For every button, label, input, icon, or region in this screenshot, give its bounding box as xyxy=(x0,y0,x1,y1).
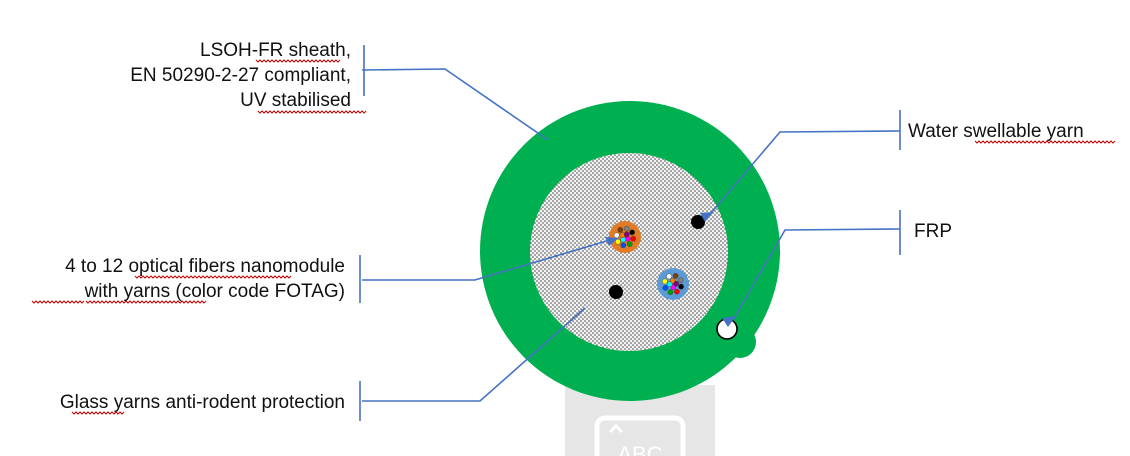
optical-fiber xyxy=(667,289,674,295)
leader-glass xyxy=(362,307,586,402)
water-swellable-yarn xyxy=(691,215,705,229)
squiggle-with xyxy=(31,300,85,304)
label-sheath: LSOH-FR sheath, EN 50290-2-27 compliant,… xyxy=(130,40,351,111)
squiggle-stabilised xyxy=(257,110,367,114)
leader-fibers xyxy=(362,239,611,281)
nanomodule-blue xyxy=(657,268,689,300)
label-fibers-line-2: with yarns (color code FOTAG) xyxy=(84,281,345,302)
optical-fiber xyxy=(624,231,630,238)
squiggle-yarns-color xyxy=(85,300,207,304)
squiggle-glass-yarns xyxy=(71,411,125,415)
arrowhead-water xyxy=(700,212,713,222)
optical-fiber xyxy=(617,227,624,233)
optical-fiber xyxy=(674,288,680,295)
nanomodule-tube xyxy=(609,221,641,253)
leader-lines xyxy=(361,68,901,402)
leader-arrowheads xyxy=(605,212,736,327)
arrowhead-fibers xyxy=(605,237,619,246)
optical-fiber xyxy=(662,278,668,285)
label-water: Water swellable yarn xyxy=(908,121,1084,142)
label-brackets xyxy=(359,45,901,421)
label-fibers: 4 to 12 optical fibers nanomodule with y… xyxy=(65,256,345,302)
optical-fiber xyxy=(620,242,627,249)
caret-up-icon xyxy=(608,423,624,434)
nanomodule-orange xyxy=(609,221,641,253)
label-glass: Glass yarns anti-rodent protection xyxy=(60,392,345,413)
squiggle-sheath xyxy=(255,59,341,63)
label-sheath-line-1: LSOH-FR sheath, xyxy=(200,40,351,61)
optical-fiber xyxy=(626,241,633,247)
leader-sheath xyxy=(361,68,549,141)
optical-fiber xyxy=(672,273,679,279)
label-sheath-line-2: EN 50290-2-27 compliant, xyxy=(130,65,351,86)
arrowhead-frp xyxy=(722,316,736,327)
spellcheck-marks xyxy=(31,59,1116,415)
squiggle-swellable-yarn xyxy=(974,140,1116,144)
optical-fiber xyxy=(623,225,630,232)
optical-fiber xyxy=(677,277,684,283)
optical-fiber xyxy=(615,238,621,245)
optical-fiber xyxy=(662,285,669,291)
glass-yarn xyxy=(609,285,623,299)
optical-fiber xyxy=(673,280,680,287)
squiggle-optical-fibers xyxy=(134,275,292,279)
label-fibers-line-1: 4 to 12 optical fibers nanomodule xyxy=(65,256,345,277)
leader-water xyxy=(704,130,901,221)
label-frp: FRP xyxy=(914,221,952,242)
optical-fiber xyxy=(630,235,637,242)
watermark-text: ABC xyxy=(617,442,662,456)
optical-fiber xyxy=(629,229,635,236)
leader-frp xyxy=(732,228,901,321)
watermark-frame xyxy=(594,415,686,456)
optical-fiber xyxy=(613,232,620,239)
optical-fiber xyxy=(678,283,684,290)
optical-fiber xyxy=(666,273,672,280)
label-sheath-line-3: UV stabilised xyxy=(240,90,351,111)
nanomodule-tube xyxy=(657,268,689,300)
cable xyxy=(480,101,780,401)
